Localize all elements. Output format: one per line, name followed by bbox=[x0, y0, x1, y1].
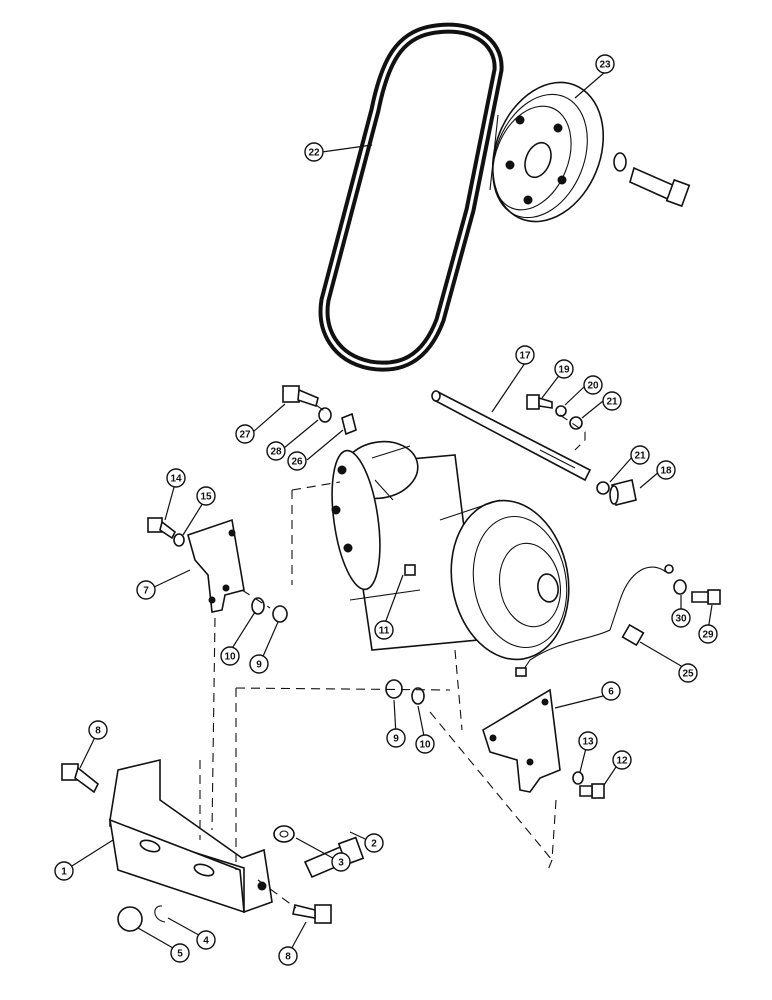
bracket-7 bbox=[187, 518, 245, 613]
bracket-1 bbox=[108, 758, 273, 914]
svg-text:23: 23 bbox=[599, 60, 611, 71]
callout-11: 11 bbox=[374, 620, 394, 640]
nut-21a bbox=[569, 416, 583, 430]
svg-text:14: 14 bbox=[170, 474, 182, 485]
bolt-14 bbox=[147, 517, 177, 540]
callout-17: 17 bbox=[515, 345, 535, 365]
washer-28 bbox=[318, 407, 332, 423]
svg-text:21: 21 bbox=[634, 451, 646, 462]
callout-21-lower: 21 bbox=[630, 445, 650, 465]
svg-text:15: 15 bbox=[200, 492, 212, 503]
svg-text:10: 10 bbox=[224, 652, 236, 663]
svg-text:8: 8 bbox=[285, 952, 291, 963]
svg-text:27: 27 bbox=[239, 430, 251, 441]
bolt-8a bbox=[61, 763, 100, 794]
bolt-12 bbox=[579, 783, 605, 799]
drive-belt bbox=[318, 22, 504, 372]
callout-9-right: 9 bbox=[386, 728, 406, 748]
assembly-lines bbox=[199, 404, 557, 909]
callout-9-left: 9 bbox=[249, 654, 269, 674]
washer-30 bbox=[673, 579, 687, 595]
compressor bbox=[331, 440, 570, 661]
bolt-27 bbox=[282, 385, 319, 408]
callout-3: 3 bbox=[331, 852, 351, 872]
svg-text:7: 7 bbox=[143, 586, 149, 597]
callout-30: 30 bbox=[671, 608, 691, 628]
adjusting-rod bbox=[431, 390, 592, 482]
callout-22: 22 bbox=[304, 142, 324, 162]
svg-text:22: 22 bbox=[308, 148, 320, 159]
svg-text:29: 29 bbox=[702, 630, 714, 641]
svg-text:17: 17 bbox=[519, 351, 531, 362]
pulley-bolt bbox=[613, 152, 691, 208]
svg-text:25: 25 bbox=[682, 669, 694, 680]
svg-text:9: 9 bbox=[393, 734, 399, 745]
callout-13: 13 bbox=[578, 731, 598, 751]
washer-13 bbox=[572, 771, 584, 785]
callout-8-top: 8 bbox=[88, 720, 108, 740]
callout-5: 5 bbox=[170, 943, 190, 963]
svg-text:28: 28 bbox=[270, 447, 282, 458]
nut-21b bbox=[596, 481, 610, 495]
svg-text:12: 12 bbox=[616, 756, 628, 767]
svg-text:26: 26 bbox=[291, 457, 303, 468]
callout-18: 18 bbox=[656, 460, 676, 480]
callout-20: 20 bbox=[583, 375, 603, 395]
svg-text:30: 30 bbox=[675, 614, 687, 625]
assembly-line-rod bbox=[559, 414, 586, 451]
nut-9a bbox=[272, 605, 288, 623]
callout-15: 15 bbox=[196, 486, 216, 506]
washer-10b bbox=[411, 687, 425, 705]
callout-26: 26 bbox=[287, 451, 307, 471]
washer-20 bbox=[555, 405, 567, 417]
svg-text:2: 2 bbox=[371, 839, 377, 850]
callout-7: 7 bbox=[136, 580, 156, 600]
lockwasher-4 bbox=[154, 905, 166, 923]
callout-2: 2 bbox=[364, 833, 384, 853]
callout-10-left: 10 bbox=[220, 646, 240, 666]
svg-text:11: 11 bbox=[379, 626, 390, 637]
svg-text:6: 6 bbox=[608, 687, 614, 698]
bracket-6 bbox=[482, 688, 561, 793]
washer-15 bbox=[173, 533, 185, 547]
wire-harness bbox=[515, 564, 674, 677]
svg-text:1: 1 bbox=[61, 867, 67, 878]
bolt-8b bbox=[292, 904, 332, 924]
callout-6: 6 bbox=[601, 681, 621, 701]
svg-text:3: 3 bbox=[338, 858, 344, 869]
callout-29: 29 bbox=[698, 624, 718, 644]
svg-text:13: 13 bbox=[582, 737, 594, 748]
callout-25: 25 bbox=[678, 663, 698, 683]
callout-21-upper: 21 bbox=[602, 391, 622, 411]
callout-4: 4 bbox=[196, 930, 216, 950]
callout-19: 19 bbox=[554, 359, 574, 379]
washer-3 bbox=[273, 825, 295, 843]
svg-text:8: 8 bbox=[95, 726, 101, 737]
callout-23: 23 bbox=[595, 54, 615, 74]
svg-text:5: 5 bbox=[177, 949, 183, 960]
bolt-19 bbox=[526, 394, 553, 410]
svg-text:4: 4 bbox=[203, 936, 209, 947]
svg-text:21: 21 bbox=[606, 397, 618, 408]
callout-14: 14 bbox=[166, 468, 186, 488]
callout-12: 12 bbox=[612, 750, 632, 770]
svg-text:9: 9 bbox=[256, 660, 262, 671]
clip-26 bbox=[341, 412, 357, 436]
callout-8-bottom: 8 bbox=[278, 946, 298, 966]
callout-28: 28 bbox=[266, 441, 286, 461]
svg-text:18: 18 bbox=[660, 466, 672, 477]
svg-text:20: 20 bbox=[587, 381, 599, 392]
pulley bbox=[489, 81, 605, 223]
spacer-18 bbox=[609, 479, 637, 506]
svg-text:19: 19 bbox=[558, 365, 570, 376]
bolt-29 bbox=[691, 589, 721, 605]
callout-27: 27 bbox=[235, 424, 255, 444]
callout-1: 1 bbox=[54, 861, 74, 881]
nut-5 bbox=[117, 906, 143, 932]
svg-text:10: 10 bbox=[419, 740, 431, 751]
callout-10-right: 10 bbox=[415, 734, 435, 754]
